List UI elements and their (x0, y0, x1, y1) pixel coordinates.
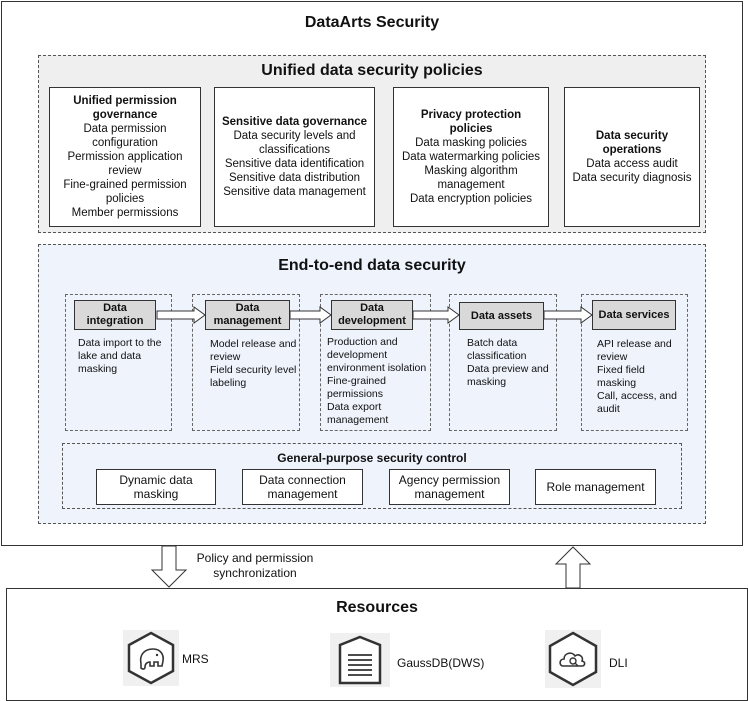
down-arrow-icon (150, 545, 188, 588)
policy-box-title: Privacy protection policies (420, 109, 522, 135)
policy-box-privacy: Privacy protection policies Data masking… (393, 87, 549, 227)
stage-body: API release and review Fixed field maski… (597, 338, 685, 416)
policy-item: Fine-grained permission policies (63, 179, 187, 205)
up-arrow-icon (554, 546, 592, 589)
stage-data-services (581, 294, 688, 431)
diagram-title: DataArts Security (304, 14, 440, 31)
policy-item: Sensitive data management (223, 186, 366, 198)
flow-arrow-icon (289, 306, 332, 324)
stage-item: API release and review (597, 338, 672, 363)
cloud-search-icon (545, 630, 601, 688)
policy-item: Data security levels and classifications (233, 130, 356, 156)
policy-item: Data masking policies (415, 137, 527, 149)
stage-item: Call, access, and audit (597, 390, 677, 415)
stage-header: Data integration (74, 300, 156, 330)
dynamic-masking-box: Dynamic data masking (96, 469, 216, 505)
flow-arrow-icon (543, 306, 593, 324)
end-to-end-title: End-to-end data security (278, 257, 466, 274)
stage-data-development (320, 294, 431, 431)
policy-item: Data permission configuration (83, 123, 167, 149)
flow-arrow-icon (156, 306, 206, 324)
policy-box-permission: Unified permission governance Data permi… (49, 87, 201, 227)
stage-item: Fixed field masking (597, 364, 645, 389)
stage-item: Fine-grained permissions (327, 375, 386, 400)
general-control-section (62, 443, 682, 509)
database-icon (330, 633, 390, 687)
stage-header: Data development (331, 300, 413, 330)
stage-body: Data import to the lake and data masking (78, 337, 170, 376)
stage-data-integration (65, 294, 172, 431)
policy-item: Data encryption policies (409, 193, 533, 205)
policy-item: Data watermarking policies (401, 151, 541, 163)
policy-item: Masking algorithm management (424, 165, 518, 191)
stage-item: Batch data classification (467, 337, 527, 362)
elephant-icon (123, 630, 179, 686)
resource-label: DLI (609, 656, 628, 670)
resource-label: GaussDB(DWS) (397, 656, 485, 670)
sync-label: Policy and permission synchronization (196, 551, 314, 580)
stage-body: Production and development environment i… (327, 336, 431, 427)
data-connection-box: Data connection management (242, 469, 363, 505)
policy-item: Data security diagnosis (572, 172, 692, 184)
stage-body: Model release and review Field security … (210, 338, 298, 390)
general-control-title: General-purpose security control (277, 451, 467, 465)
role-management-box: Role management (535, 469, 656, 505)
stage-item: Data preview and masking (467, 363, 549, 388)
stage-item: Production and development environment i… (327, 336, 427, 374)
policy-box-title: Sensitive data governance (221, 116, 368, 128)
stage-item: Data export management (327, 401, 389, 426)
policy-item: Member permissions (71, 207, 179, 219)
policy-item: Data access audit (586, 158, 678, 170)
resource-label: MRS (182, 652, 209, 666)
flow-arrow-icon (412, 306, 460, 324)
resources-title: Resources (336, 599, 418, 616)
stage-data-assets (449, 294, 557, 431)
policy-item: Sensitive data identification (224, 158, 365, 170)
stage-data-management (192, 294, 300, 431)
policy-box-title: Unified permission governance (73, 95, 177, 121)
stage-item: Model release and review (210, 338, 297, 363)
stage-header: Data management (205, 300, 290, 330)
unified-policies-title: Unified data security policies (261, 62, 483, 79)
policy-item: Permission application review (67, 151, 183, 177)
stage-body: Batch data classification Data preview a… (467, 337, 553, 389)
agency-permission-box: Agency permission management (389, 469, 510, 505)
policy-box-sensitive: Sensitive data governance Data security … (214, 87, 375, 227)
policy-box-operations: Data security operations Data access aud… (564, 87, 700, 227)
stage-item: Data import to the lake and data masking (78, 337, 162, 375)
policy-box-title: Data security operations (595, 130, 669, 156)
stage-item: Field security level labeling (210, 364, 297, 389)
policy-item: Sensitive data distribution (228, 172, 361, 184)
